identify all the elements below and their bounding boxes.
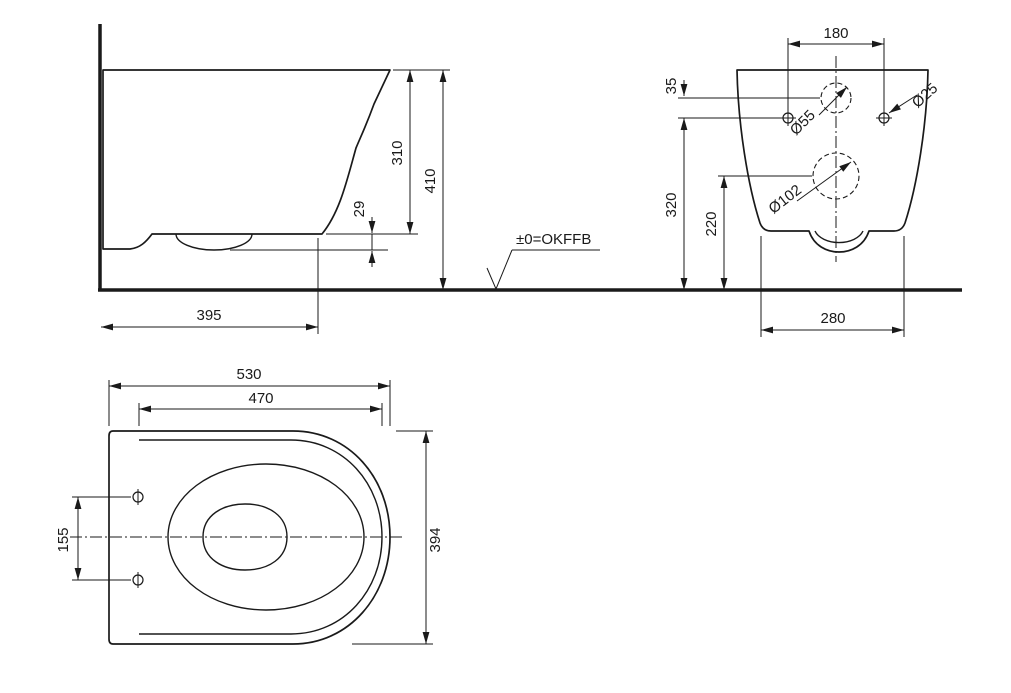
toilet-rear-outline bbox=[736, 69, 929, 253]
hole-cross bbox=[876, 110, 892, 126]
floor-level-symbol: ±0=OKFFB bbox=[486, 231, 600, 291]
leader-line bbox=[888, 94, 918, 114]
fixing-hole-right bbox=[876, 110, 892, 126]
dim-label-320: 320 bbox=[663, 192, 680, 217]
dim-rear-inlet-height: 320 bbox=[663, 118, 688, 290]
toilet-outlet-curve bbox=[175, 233, 253, 251]
rear-view: Ø55 Ø25 Ø102 180 35 320 bbox=[663, 25, 941, 337]
dim-label-35: 35 bbox=[663, 78, 680, 95]
hole-cross bbox=[780, 110, 796, 126]
mounting-hole-top bbox=[132, 489, 144, 505]
trap-inner-curve bbox=[814, 230, 864, 244]
level-symbol-lines bbox=[486, 249, 600, 291]
side-view: 310 410 29 395 ±0=OKFFB bbox=[98, 24, 962, 334]
dim-rear-inlet-offset: 35 bbox=[663, 78, 820, 119]
dim-label-29: 29 bbox=[351, 201, 368, 218]
dim-label-310: 310 bbox=[389, 140, 406, 165]
leader-line bbox=[818, 86, 848, 116]
level-label: ±0=OKFFB bbox=[516, 231, 591, 248]
mounting-hole-bottom bbox=[132, 572, 144, 588]
dim-label-220: 220 bbox=[703, 211, 720, 236]
dim-label-155: 155 bbox=[55, 527, 72, 552]
leader-line bbox=[796, 161, 852, 202]
dim-top-hole-spacing: 155 bbox=[55, 496, 131, 581]
outlet-hole-circle bbox=[812, 152, 860, 200]
dim-label-470: 470 bbox=[248, 390, 273, 407]
extension-lines bbox=[760, 236, 905, 337]
dim-side-depth: 395 bbox=[101, 238, 319, 334]
dim-label-395: 395 bbox=[196, 307, 221, 324]
dim-top-total-length: 530 bbox=[108, 366, 391, 426]
top-view: 530 470 394 155 bbox=[55, 366, 444, 645]
extension-lines bbox=[678, 97, 820, 119]
bowl-outer-line bbox=[167, 463, 365, 611]
seat-rim-line bbox=[139, 439, 383, 635]
dim-side-outlet-offset: 29 bbox=[230, 201, 388, 267]
dim-label-530: 530 bbox=[236, 366, 261, 383]
extension-lines bbox=[72, 496, 131, 581]
dim-top-seat-length: 470 bbox=[138, 390, 383, 426]
inlet-hole-circle bbox=[820, 82, 852, 114]
dim-top-width: 394 bbox=[352, 430, 444, 645]
dim-rear-bottom-width: 280 bbox=[760, 236, 905, 337]
dim-rear-outlet-height: 220 bbox=[703, 175, 812, 290]
dim-side-total-height: 410 bbox=[422, 70, 447, 290]
toilet-top-outline bbox=[108, 430, 391, 645]
dim-label-180: 180 bbox=[823, 25, 848, 42]
fixing-hole-left bbox=[780, 110, 796, 126]
dim-label-410: 410 bbox=[422, 168, 439, 193]
toilet-side-outline bbox=[102, 69, 391, 250]
dim-label-280: 280 bbox=[820, 310, 845, 327]
dim-label-394: 394 bbox=[427, 527, 444, 552]
